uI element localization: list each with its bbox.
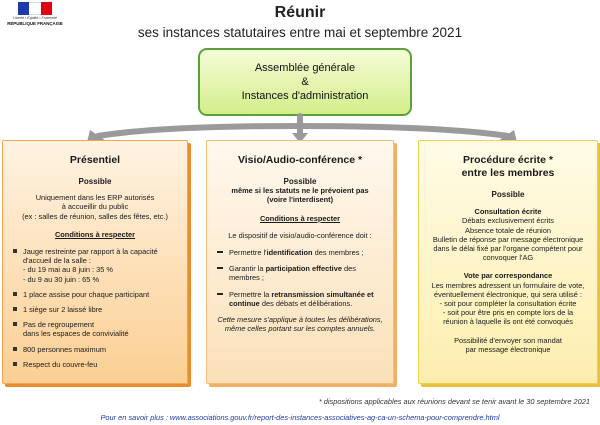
- visio-note: même si les statuts ne le prévoient pas …: [215, 186, 385, 204]
- french-flag-icon: [18, 2, 52, 15]
- list-item: Jauge restreinte par rapport à la capaci…: [11, 247, 179, 284]
- logo-name: RÉPUBLIQUE FRANÇAISE: [7, 21, 63, 26]
- arrow-branch-left: [95, 123, 303, 139]
- vote-title: Vote par correspondance: [463, 271, 553, 281]
- list-item: Garantir la participation effective des …: [215, 264, 385, 282]
- condition-text: - du 9 au 30 juin : 65 %: [23, 274, 100, 284]
- presentiel-intro-line-1: Uniquement dans les ERP autorisés: [35, 193, 155, 203]
- condition-text: Permettre la: [229, 289, 272, 299]
- condition-text: Respect du couvre-feu: [23, 359, 98, 369]
- list-item: 1 place assise pour chaque participant: [11, 290, 179, 299]
- list-item: Respect du couvre-feu: [11, 360, 179, 369]
- list-item: Permettre la retransmission simultanée e…: [215, 290, 385, 308]
- visio-closing-line-1: Cette mesure s'applique à toutes les dél…: [217, 315, 383, 325]
- republique-francaise-logo: Liberté • Égalité • Fraternité RÉPUBLIQU…: [4, 2, 66, 36]
- condition-text: d'accueil de la salle :: [23, 256, 91, 266]
- consultation-line: Absence totale de réunion: [465, 225, 551, 235]
- condition-emphasis: participation effective: [265, 264, 342, 274]
- condition-text: des débats et délibérations.: [259, 298, 353, 308]
- list-item: 800 personnes maximum: [11, 345, 179, 354]
- instances-line-3: Instances d'administration: [241, 90, 369, 102]
- vote-line: - soit pour compléter la consultation éc…: [439, 299, 577, 309]
- condition-emphasis: retransmission simultanée et continue: [229, 289, 374, 308]
- visio-closing-line-2: même celles portant sur les comptes annu…: [224, 324, 376, 334]
- consultation-line: convoquer l'AG: [482, 253, 534, 263]
- presentiel-intro: Uniquement dans les ERP autorisés à accu…: [11, 193, 179, 221]
- condition-text: dans les espaces de convivialité: [23, 329, 129, 339]
- arrow-branch-right: [297, 123, 511, 139]
- presentiel-possible: Possible: [78, 177, 112, 186]
- flag-red-stripe: [40, 2, 52, 15]
- list-item: 1 siège sur 2 laissé libre: [11, 305, 179, 314]
- presentiel-intro-line-2: à accueillir du public: [61, 202, 129, 212]
- ecrite-possible: Possible: [491, 190, 525, 199]
- condition-text: Jauge restreinte par rapport à la capaci…: [23, 247, 158, 257]
- condition-text: des membres ;: [312, 248, 364, 258]
- condition-text: des membres ;: [229, 264, 356, 283]
- condition-text: Garantir la: [229, 264, 266, 274]
- condition-text: 1 siège sur 2 laissé libre: [23, 305, 103, 315]
- condition-text: 1 place assise pour chaque participant: [23, 289, 150, 299]
- card-presentiel: Présentiel Possible Uniquement dans les …: [2, 140, 188, 384]
- ecrite-heading-line-2: entre les membres: [461, 167, 555, 179]
- branch-arrows: [86, 113, 518, 146]
- instances-box: Assemblée générale & Instances d'adminis…: [198, 48, 412, 116]
- ecrite-heading: Procédure écrite * entre les membres: [427, 154, 589, 180]
- visio-conditions-title: Conditions à respecter: [259, 213, 341, 223]
- list-item: Pas de regroupement dans les espaces de …: [11, 320, 179, 338]
- presentiel-conditions-list: Jauge restreinte par rapport à la capaci…: [11, 247, 179, 369]
- ecrite-heading-line-1: Procédure écrite *: [463, 154, 553, 166]
- mandat-line-1: Possibilité d'envoyer son mandat: [454, 335, 562, 345]
- condition-emphasis: identification: [266, 248, 313, 258]
- vote-line: - soit pour être pris en compte lors de …: [442, 308, 574, 318]
- list-item: Permettre l'identification des membres ;: [215, 248, 385, 257]
- page-subtitle: ses instances statutaires entre mai et s…: [137, 25, 463, 40]
- visio-heading: Visio/Audio-conférence *: [237, 154, 363, 166]
- condition-text: - du 19 mai au 8 juin : 35 %: [23, 265, 113, 275]
- vote-line: réunion à laquelle ils ont été convoqués: [443, 317, 573, 327]
- flag-blue-stripe: [18, 2, 30, 15]
- mandat-text: Possibilité d'envoyer son mandat par mes…: [427, 336, 589, 354]
- condition-text: Permettre l': [229, 248, 267, 258]
- visio-note-line-2: (voire l'interdisent): [266, 195, 334, 205]
- more-info-link[interactable]: Pour en savoir plus : www.associations.g…: [100, 413, 500, 422]
- consultation-line: dans le délai fixé par l'organe compéten…: [433, 244, 583, 254]
- consultation-text: Débats exclusivement écrits Absence tota…: [427, 216, 589, 262]
- consultation-title: Consultation écrite: [474, 207, 542, 217]
- vote-line: Les membres adressent un formulaire de v…: [431, 280, 585, 290]
- visio-conditions-list: Permettre l'identification des membres ;…: [215, 248, 385, 308]
- mandat-line-2: par message électronique: [465, 344, 551, 354]
- condition-text: Pas de regroupement: [23, 320, 95, 330]
- logo-motto: Liberté • Égalité • Fraternité: [13, 16, 57, 20]
- visio-intro: Le dispositif de visio/audio-conférence …: [228, 230, 372, 240]
- page-title: Réunir: [274, 4, 326, 21]
- visio-closing: Cette mesure s'applique à toutes les dél…: [215, 315, 385, 333]
- footnote: * dispositions applicables aux réunions …: [318, 397, 590, 406]
- instances-line-2: &: [301, 76, 309, 88]
- presentiel-intro-line-3: (ex : salles de réunion, salles des fête…: [22, 211, 168, 221]
- card-procedure-ecrite: Procédure écrite * entre les membres Pos…: [418, 140, 598, 384]
- presentiel-conditions-title: Conditions à respecter: [54, 229, 136, 239]
- consultation-line: Débats exclusivement écrits: [461, 216, 554, 226]
- vote-text: Les membres adressent un formulaire de v…: [427, 281, 589, 327]
- card-visio: Visio/Audio-conférence * Possible même s…: [206, 140, 394, 384]
- visio-note-line-1: même si les statuts ne le prévoient pas: [231, 186, 369, 196]
- visio-possible: Possible: [283, 177, 317, 186]
- arrowhead-center: [292, 133, 308, 143]
- flag-white-stripe: [29, 2, 41, 15]
- presentiel-heading: Présentiel: [69, 154, 121, 166]
- consultation-line: Bulletin de réponse par message électron…: [432, 234, 584, 244]
- vote-line: éventuellement électronique, qui sera ut…: [434, 289, 582, 299]
- condition-text: 800 personnes maximum: [23, 344, 106, 354]
- instances-line-1: Assemblée générale: [254, 62, 356, 74]
